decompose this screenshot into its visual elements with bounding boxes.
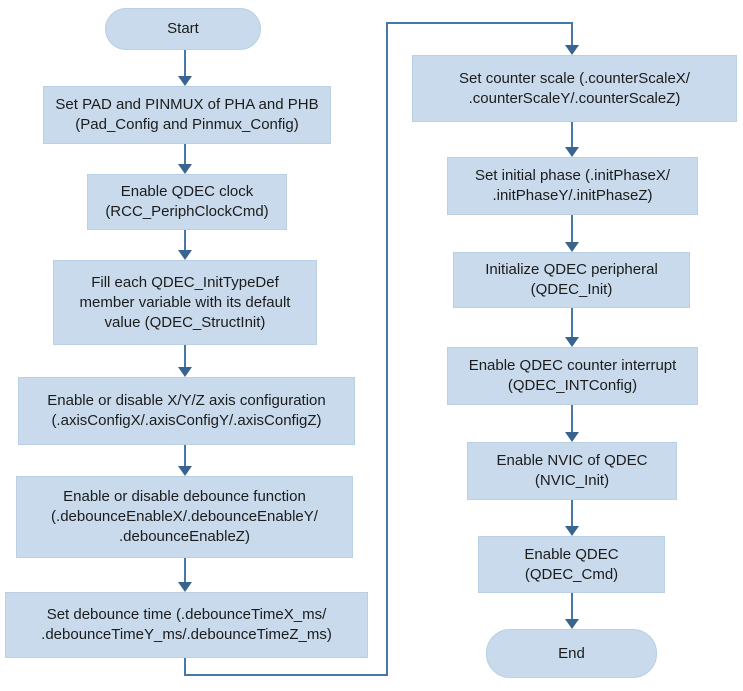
arrow-init-phase-to-qdec-init (565, 215, 579, 252)
arrow-qdec-init-to-int-config (565, 308, 579, 347)
node-set-pad-pinmux: Set PAD and PINMUX of PHA and PHB (Pad_C… (43, 86, 331, 144)
node-start-terminator: Start (105, 8, 261, 50)
connector-elbow-bottom-segment (184, 674, 388, 676)
connector-elbow-down-segment (184, 658, 186, 676)
arrow-struct-init-to-axis-config (178, 345, 192, 377)
node-axis-config: Enable or disable X/Y/Z axis configurati… (18, 377, 355, 445)
arrow-start-to-set-pad (178, 50, 192, 86)
node-nvic-init: Enable NVIC of QDEC (NVIC_Init) (467, 442, 677, 500)
arrow-int-config-to-nvic-init (565, 405, 579, 442)
arrow-nvic-init-to-qdec-cmd (565, 500, 579, 536)
node-qdec-int-config: Enable QDEC counter interrupt (QDEC_INTC… (447, 347, 698, 405)
node-counter-scale: Set counter scale (.counterScaleX/ .coun… (412, 55, 737, 122)
arrow-counter-scale-to-init-phase (565, 122, 579, 157)
arrow-axis-config-to-debounce-enable (178, 445, 192, 476)
node-fill-struct-init: Fill each QDEC_InitTypeDef member variab… (53, 260, 317, 345)
node-debounce-time: Set debounce time (.debounceTimeX_ms/ .d… (5, 592, 368, 658)
node-qdec-init: Initialize QDEC peripheral (QDEC_Init) (453, 252, 690, 308)
node-debounce-enable: Enable or disable debounce function (.de… (16, 476, 353, 558)
arrow-qdec-cmd-to-end (565, 593, 579, 629)
node-end-terminator: End (486, 629, 657, 678)
arrow-debounce-enable-to-debounce-time (178, 558, 192, 592)
connector-elbow-rise-segment (386, 22, 388, 676)
arrow-clock-to-struct-init (178, 230, 192, 260)
node-enable-qdec-clock: Enable QDEC clock (RCC_PeriphClockCmd) (87, 174, 287, 230)
node-qdec-cmd: Enable QDEC (QDEC_Cmd) (478, 536, 665, 593)
arrow-set-pad-to-clock (178, 144, 192, 174)
connector-elbow-top-segment (386, 22, 572, 24)
arrow-elbow-to-counter-scale (565, 22, 579, 55)
node-init-phase: Set initial phase (.initPhaseX/ .initPha… (447, 157, 698, 215)
